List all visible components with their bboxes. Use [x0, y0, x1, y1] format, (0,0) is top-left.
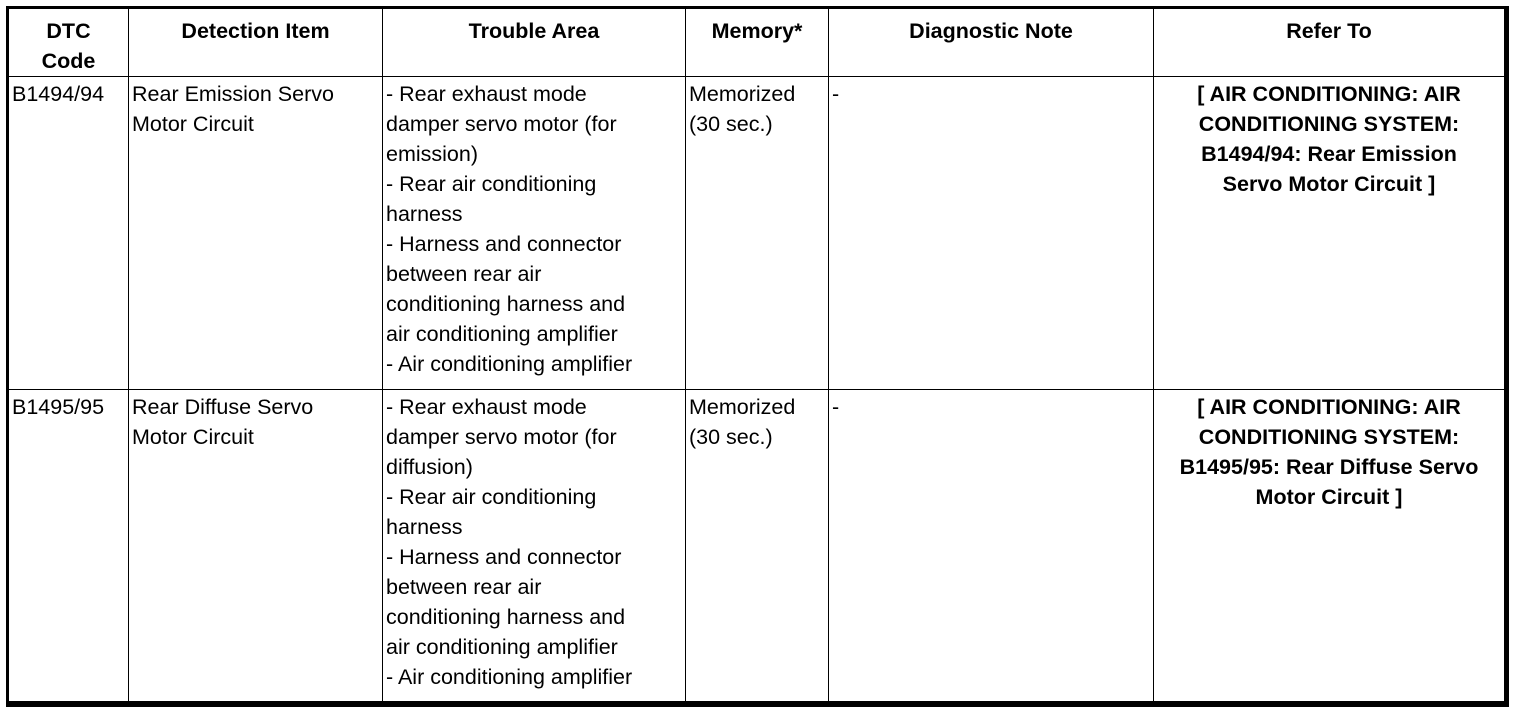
memory-line: (30 sec.): [689, 425, 773, 449]
refer-to-cell: [ AIR CONDITIONING: AIR CONDITIONING SYS…: [1153, 389, 1505, 702]
trouble-area-line: conditioning harness and: [386, 292, 626, 316]
trouble-area-cell: - Rear exhaust mode damper servo motor (…: [382, 76, 686, 390]
memory-line: Memorized: [689, 395, 796, 419]
trouble-area-line: - Rear air conditioning: [386, 485, 597, 509]
header-dtc-code: DTC Code: [8, 8, 129, 77]
detection-item-line: Rear Emission Servo: [132, 82, 334, 106]
refer-to-line: Servo Motor Circuit ]: [1222, 172, 1436, 196]
dtc-code-cell: B1494/94: [8, 76, 129, 390]
refer-to-line: Motor Circuit ]: [1255, 485, 1403, 509]
trouble-area-cell: - Rear exhaust mode damper servo motor (…: [382, 389, 686, 702]
detection-item-cell: Rear Emission Servo Motor Circuit: [128, 76, 383, 390]
memory-cell: Memorized (30 sec.): [685, 389, 829, 702]
refer-to-cell: [ AIR CONDITIONING: AIR CONDITIONING SYS…: [1153, 76, 1505, 390]
diagnostic-note-cell: -: [828, 389, 1154, 702]
trouble-area-line: - Air conditioning amplifier: [386, 665, 633, 689]
trouble-area-line: air conditioning amplifier: [386, 635, 618, 659]
trouble-area-line: damper servo motor (for: [386, 112, 617, 136]
trouble-area-line: harness: [386, 202, 463, 226]
detection-item-line: Motor Circuit: [132, 112, 254, 136]
header-dtc-code-line1: DTC: [46, 19, 91, 43]
trouble-area-line: - Harness and connector: [386, 545, 622, 569]
detection-item-cell: Rear Diffuse Servo Motor Circuit: [128, 389, 383, 702]
trouble-area-line: - Rear exhaust mode: [386, 82, 587, 106]
header-trouble-area: Trouble Area: [382, 8, 686, 77]
refer-to-line: B1494/94: Rear Emission: [1201, 142, 1457, 166]
trouble-area-line: - Rear air conditioning: [386, 172, 597, 196]
trouble-area-line: - Air conditioning amplifier: [386, 352, 633, 376]
trouble-area-line: diffusion): [386, 455, 473, 479]
refer-to-line: [ AIR CONDITIONING: AIR: [1197, 395, 1461, 419]
header-dtc-code-line2: Code: [41, 49, 96, 73]
trouble-area-line: - Rear exhaust mode: [386, 395, 587, 419]
refer-to-line: CONDITIONING SYSTEM:: [1198, 425, 1460, 449]
table-row: B1495/95 Rear Diffuse Servo Motor Circui…: [8, 389, 1505, 702]
table-header-row: DTC Code Detection Item Trouble Area Mem…: [8, 8, 1505, 77]
dtc-table: DTC Code Detection Item Trouble Area Mem…: [8, 8, 1505, 702]
trouble-area-line: harness: [386, 515, 463, 539]
header-diagnostic-note: Diagnostic Note: [828, 8, 1154, 77]
memory-line: (30 sec.): [689, 112, 773, 136]
header-memory: Memory*: [685, 8, 829, 77]
refer-to-line: CONDITIONING SYSTEM:: [1198, 112, 1460, 136]
diagnostic-note-cell: -: [828, 76, 1154, 390]
header-detection-item: Detection Item: [128, 8, 383, 77]
dtc-code-cell: B1495/95: [8, 389, 129, 702]
memory-cell: Memorized (30 sec.): [685, 76, 829, 390]
header-refer-to: Refer To: [1153, 8, 1505, 77]
table-row: B1494/94 Rear Emission Servo Motor Circu…: [8, 76, 1505, 390]
trouble-area-line: damper servo motor (for: [386, 425, 617, 449]
trouble-area-line: air conditioning amplifier: [386, 322, 618, 346]
trouble-area-line: emission): [386, 142, 478, 166]
refer-to-line: [ AIR CONDITIONING: AIR: [1197, 82, 1461, 106]
trouble-area-line: between rear air: [386, 575, 542, 599]
trouble-area-line: - Harness and connector: [386, 232, 622, 256]
memory-line: Memorized: [689, 82, 796, 106]
dtc-table-frame: DTC Code Detection Item Trouble Area Mem…: [6, 6, 1509, 707]
trouble-area-line: conditioning harness and: [386, 605, 626, 629]
trouble-area-line: between rear air: [386, 262, 542, 286]
detection-item-line: Motor Circuit: [132, 425, 254, 449]
refer-to-line: B1495/95: Rear Diffuse Servo: [1179, 455, 1479, 479]
detection-item-line: Rear Diffuse Servo: [132, 395, 314, 419]
